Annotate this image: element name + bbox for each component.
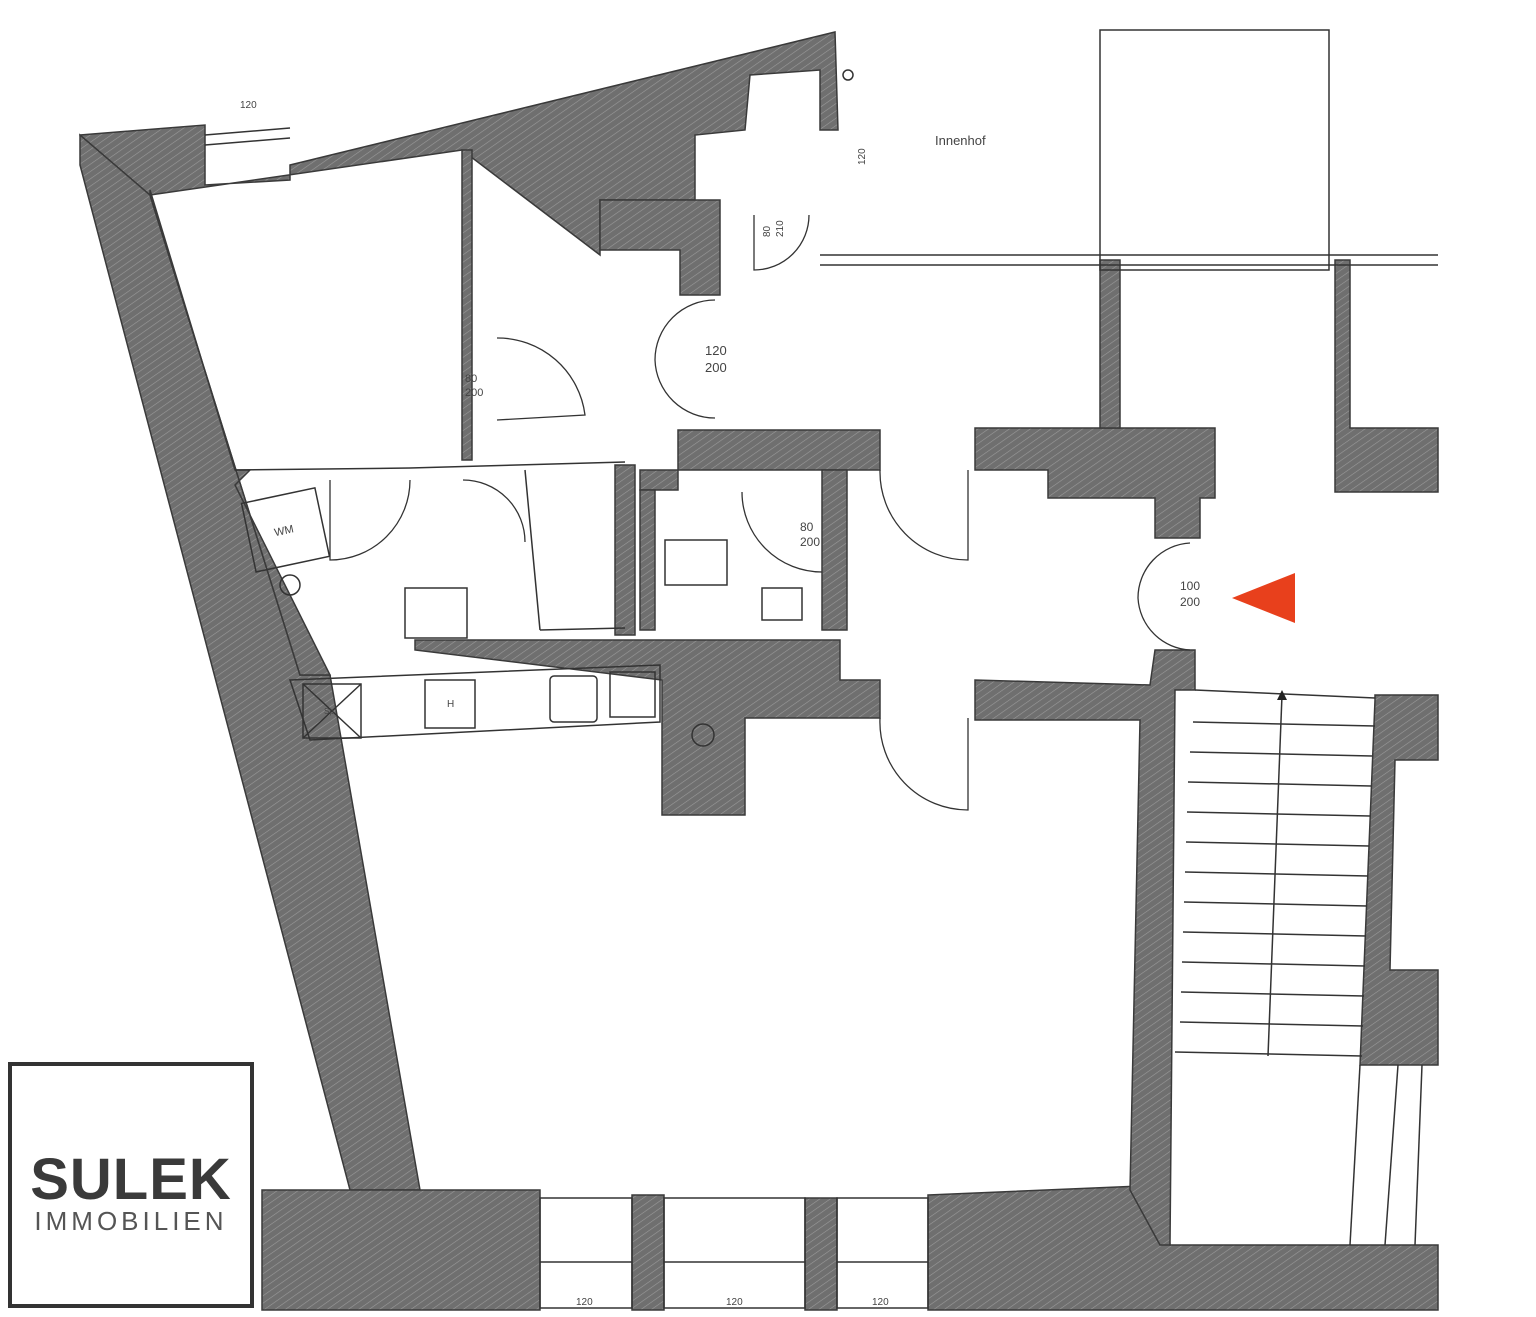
- doors: [329, 214, 1191, 811]
- washing-machine: [240, 486, 331, 573]
- logo-subtitle: IMMOBILIEN: [34, 1206, 228, 1236]
- window-size: 120: [872, 1297, 889, 1308]
- stove: [424, 679, 476, 729]
- kitchen-sink: [302, 683, 362, 739]
- wall-partition-4: [821, 469, 848, 631]
- appliance-label: WM: [273, 523, 295, 539]
- wall-central: [414, 639, 881, 816]
- logo: SULEK IMMOBILIEN: [8, 1062, 254, 1308]
- stove-label: H: [447, 699, 454, 710]
- window-size: 120: [240, 100, 257, 111]
- wall-partition-2: [614, 464, 636, 636]
- window-size: 120: [857, 148, 868, 165]
- sink-label: Sp: [324, 707, 334, 716]
- door-height: 210: [775, 220, 786, 237]
- staircase: [1174, 689, 1423, 1246]
- door-height: 200: [705, 360, 727, 375]
- wall-partition-1: [461, 149, 473, 461]
- column: [279, 574, 301, 596]
- door-width: 100: [1180, 579, 1200, 593]
- door-height: 200: [800, 535, 820, 549]
- column: [691, 723, 715, 747]
- wall-courtyard-2: [1334, 259, 1439, 493]
- window-size: 120: [576, 1297, 593, 1308]
- interior-lines: [204, 29, 1438, 1309]
- wall-mid-right: [974, 427, 1216, 539]
- wall-north: [79, 31, 839, 257]
- wall-east: [974, 649, 1196, 1246]
- logo-name: SULEK: [30, 1147, 232, 1212]
- door-width: 80: [800, 520, 814, 534]
- wall-south: [261, 1189, 541, 1311]
- labels: Innenhof WM H Sp 80 200 120 200 80 200 1…: [240, 100, 1200, 1308]
- wall-west: [79, 133, 421, 1191]
- entrance-arrow: [1232, 573, 1295, 623]
- wall-courtyard-1: [1099, 259, 1121, 429]
- window-size: 120: [726, 1297, 743, 1308]
- courtyard-label: Innenhof: [935, 133, 986, 148]
- door-width: 120: [705, 343, 727, 358]
- wall-south-east: [927, 1184, 1439, 1311]
- wall-east-right: [1359, 694, 1439, 1066]
- door-height: 200: [465, 387, 483, 399]
- wall-south-pier-2: [804, 1197, 838, 1311]
- wall-partition-3: [639, 489, 656, 631]
- courtyard-structure: [1099, 29, 1330, 271]
- wall-upper-mid: [599, 199, 721, 296]
- walls: [79, 31, 1439, 1311]
- door-height: 200: [1180, 595, 1200, 609]
- wall-mid: [639, 429, 881, 491]
- door-width: 80: [762, 225, 773, 237]
- door-width: 80: [465, 373, 477, 385]
- wall-south-pier-1: [631, 1194, 665, 1311]
